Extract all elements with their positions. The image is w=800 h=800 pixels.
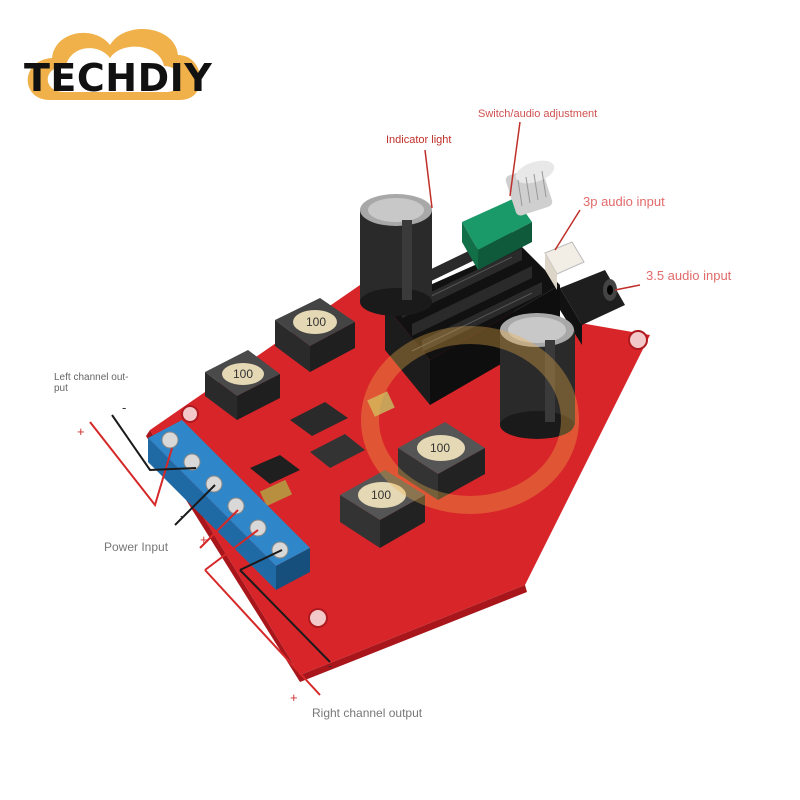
logo-cloud-icon: [27, 28, 201, 100]
power-minus-sign: -: [180, 508, 185, 523]
left-minus-sign: -: [122, 400, 127, 415]
label-3p-audio-input: 3p audio input: [583, 194, 665, 209]
power-plus-sign: +: [200, 532, 208, 547]
inductor-2-marking: 100: [233, 367, 253, 381]
label-left-channel-output: Left channel out- put: [54, 372, 129, 394]
right-plus-sign: +: [290, 690, 298, 705]
logo-text: TECHDIY: [24, 56, 213, 100]
capacitor-left: [360, 194, 432, 316]
label-35-audio-input: 3.5 audio input: [646, 268, 732, 283]
3p-connector: [544, 241, 585, 290]
terminal-screws: [161, 431, 289, 559]
inductor-4: [340, 470, 425, 548]
label-power-input: Power Input: [104, 540, 169, 554]
left-channel-wires: [89, 414, 197, 508]
right-minus-sign: -: [328, 658, 333, 673]
label-switch-audio-adjustment: Switch/audio adjustment: [478, 108, 598, 120]
watermark: [361, 326, 579, 514]
power-input-wires: [174, 484, 239, 549]
smd-components: [250, 391, 395, 507]
inductor-2: [205, 350, 280, 420]
left-plus-sign: +: [77, 424, 85, 439]
inductor-3: [398, 422, 485, 500]
label-right-channel-output: Right channel output: [312, 706, 423, 720]
callout-lines: [424, 121, 641, 291]
right-channel-wires: [204, 529, 331, 696]
inductor-1: [275, 298, 355, 372]
potentiometer: [462, 160, 555, 270]
inductor-4-marking: 100: [371, 488, 391, 502]
inductor-1-marking: 100: [306, 315, 326, 329]
audio-jack-35: [560, 270, 625, 345]
label-indicator-light: Indicator light: [386, 134, 452, 146]
inductor-3-marking: 100: [430, 441, 450, 455]
capacitor-right: [500, 313, 575, 439]
